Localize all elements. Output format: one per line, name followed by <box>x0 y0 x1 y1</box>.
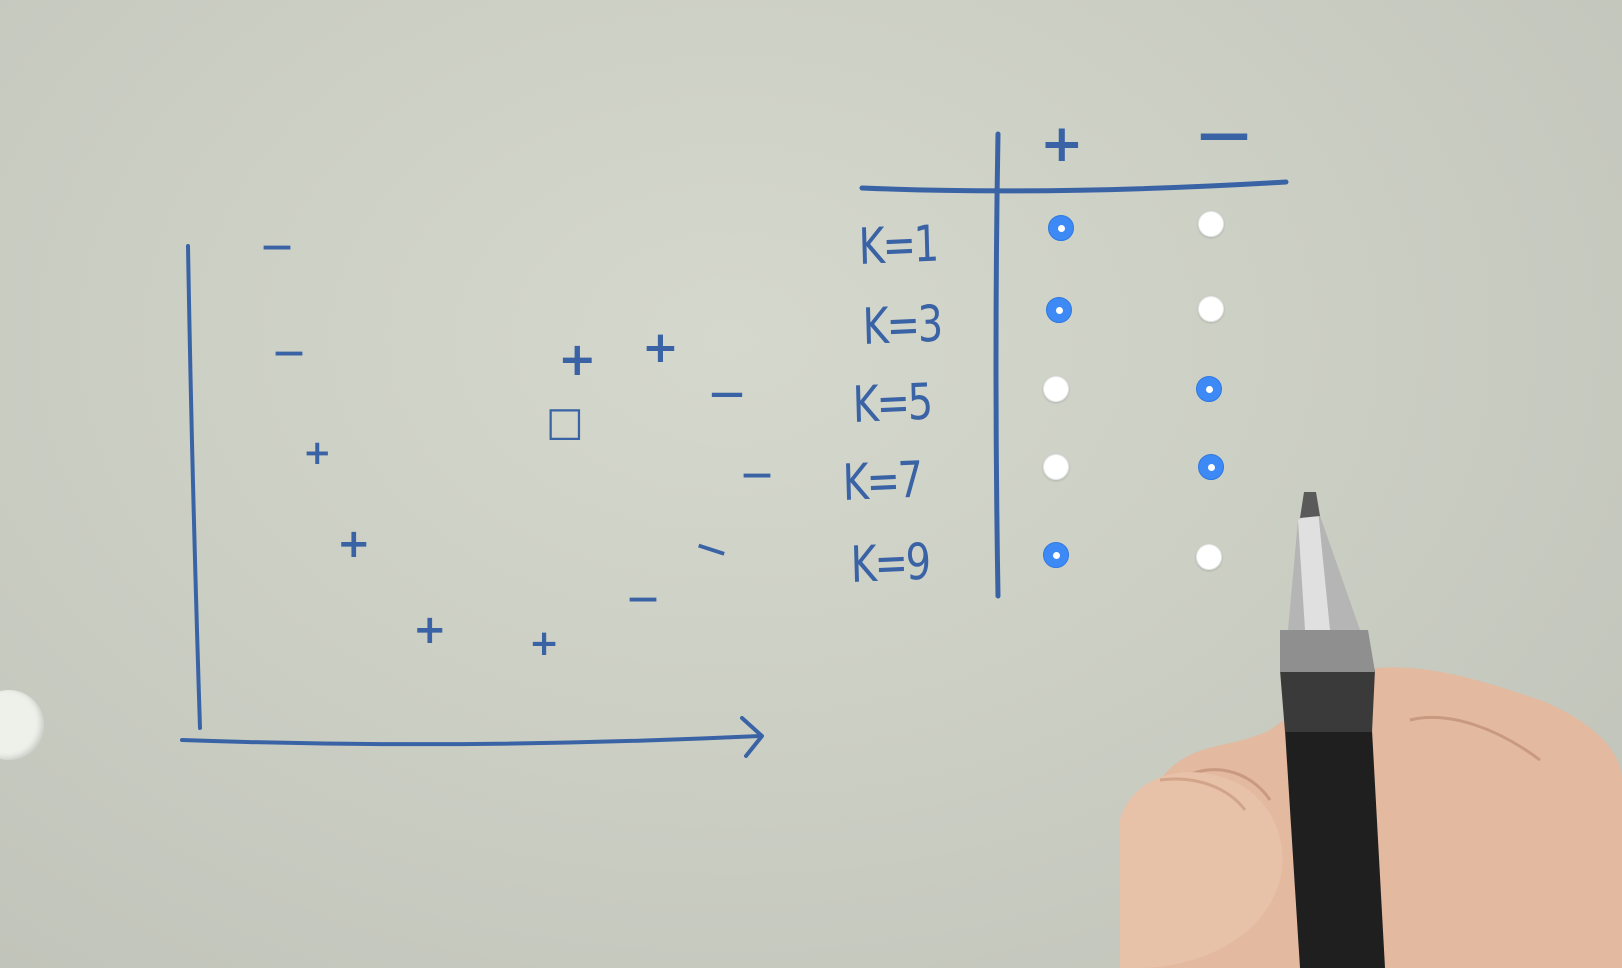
plot-mark-minus: — <box>274 335 304 370</box>
plot-mark-minus: — <box>628 581 658 616</box>
radio-k5-minus[interactable] <box>1196 376 1222 402</box>
radio-k1-minus[interactable] <box>1198 211 1224 237</box>
plot-mark-plus: + <box>413 607 447 653</box>
table-header-line <box>859 179 1289 194</box>
plot-mark-minus: — <box>742 457 772 492</box>
row-label-k1: K=1 <box>857 214 938 276</box>
plot-mark-plus: + <box>529 623 560 664</box>
plot-mark-plus: + <box>303 433 332 473</box>
radio-k9-minus[interactable] <box>1196 544 1222 570</box>
column-header-plus: + <box>1040 114 1084 174</box>
radio-k1-plus[interactable] <box>1048 215 1074 241</box>
radio-k7-minus[interactable] <box>1198 454 1224 480</box>
plot-mark-minus: — <box>262 229 292 264</box>
query-point-square: □ <box>546 399 584 445</box>
radio-k3-plus[interactable] <box>1046 297 1072 323</box>
plot-mark-plus: + <box>642 322 679 373</box>
radio-k5-plus[interactable] <box>1043 376 1069 402</box>
plot-mark-minus: — <box>710 373 744 413</box>
hand-with-pen <box>1120 492 1622 968</box>
row-label-k5: K=5 <box>851 372 932 434</box>
plot-mark-plus: + <box>337 521 371 567</box>
row-label-k7: K=7 <box>841 450 922 512</box>
row-label-k3: K=3 <box>861 294 942 356</box>
plot-y-axis <box>186 244 202 730</box>
row-label-k9: K=9 <box>849 532 930 594</box>
plot-x-axis-arrowhead <box>740 716 764 758</box>
radio-k9-plus[interactable] <box>1043 542 1069 568</box>
table-divider-line <box>993 131 1001 599</box>
radio-k7-plus[interactable] <box>1043 454 1069 480</box>
radio-k3-minus[interactable] <box>1198 296 1224 322</box>
plot-mark-plus: + <box>558 332 597 386</box>
plot-x-axis <box>180 734 762 747</box>
column-header-minus: — <box>1198 104 1250 164</box>
